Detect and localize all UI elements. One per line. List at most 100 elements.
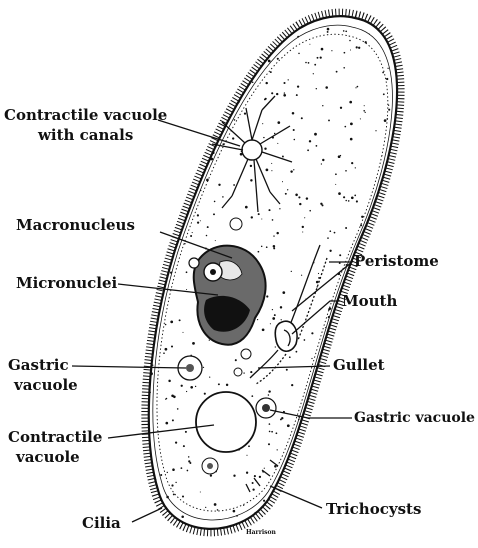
stipple-dot bbox=[298, 53, 300, 55]
stipple-dot bbox=[360, 530, 362, 532]
stipple-dot bbox=[183, 67, 184, 68]
stipple-dot bbox=[344, 52, 346, 54]
stipple-dot bbox=[269, 431, 271, 433]
stipple-dot bbox=[187, 54, 188, 55]
stipple-dot bbox=[316, 281, 319, 284]
stipple-dot bbox=[243, 372, 244, 373]
stipple-dot bbox=[261, 27, 262, 28]
stipple-dot bbox=[353, 336, 354, 337]
stipple-dot bbox=[406, 385, 408, 387]
stipple-dot bbox=[407, 458, 409, 460]
stipple-dot bbox=[318, 273, 319, 274]
stipple-dot bbox=[353, 385, 355, 387]
stipple-dot bbox=[334, 232, 336, 234]
stipple-dot bbox=[268, 209, 270, 211]
stipple-dot bbox=[329, 250, 331, 252]
stipple-dot bbox=[325, 86, 328, 89]
stipple-dot bbox=[275, 515, 276, 516]
stipple-dot bbox=[190, 235, 192, 237]
stipple-dot bbox=[275, 346, 276, 347]
stipple-dot bbox=[166, 398, 168, 400]
stipple-dot bbox=[180, 110, 181, 111]
stipple-dot bbox=[343, 30, 345, 32]
stipple-dot bbox=[388, 105, 389, 106]
stipple-dot bbox=[391, 459, 394, 462]
stipple-dot bbox=[384, 434, 385, 435]
stipple-dot bbox=[372, 437, 373, 438]
stipple-dot bbox=[345, 170, 347, 172]
label-mouth: Mouth bbox=[342, 292, 397, 310]
stipple-dot bbox=[374, 472, 376, 474]
stipple-dot bbox=[322, 105, 323, 106]
stipple-dot bbox=[377, 241, 378, 242]
stipple-dot bbox=[252, 488, 254, 490]
stipple-dot bbox=[219, 124, 220, 125]
stipple-dot bbox=[272, 317, 275, 320]
stipple-dot bbox=[262, 328, 265, 331]
stipple-dot bbox=[285, 193, 287, 195]
stipple-dot bbox=[341, 350, 343, 352]
stipple-dot bbox=[287, 189, 288, 190]
stipple-dot bbox=[147, 195, 148, 196]
stipple-dot bbox=[344, 126, 346, 128]
stipple-dot bbox=[160, 74, 161, 75]
stipple-dot bbox=[283, 94, 286, 97]
stipple-dot bbox=[283, 504, 284, 505]
stipple-dot bbox=[188, 61, 190, 63]
stipple-dot bbox=[165, 422, 168, 425]
stipple-dot bbox=[152, 365, 153, 366]
stipple-dot bbox=[388, 109, 390, 111]
stipple-dot bbox=[289, 356, 291, 358]
stipple-dot bbox=[309, 44, 310, 45]
stipple-dot bbox=[145, 530, 147, 532]
stipple-dot bbox=[363, 326, 365, 328]
stipple-dot bbox=[176, 103, 177, 104]
stipple-dot bbox=[328, 119, 330, 121]
stipple-dot bbox=[265, 82, 267, 84]
stipple-dot bbox=[329, 416, 330, 417]
stipple-dot bbox=[294, 139, 296, 141]
label-micronuclei: Micronuclei bbox=[16, 274, 118, 292]
stipple-dot bbox=[174, 134, 176, 136]
stipple-dot bbox=[145, 522, 147, 524]
stipple-dot bbox=[378, 285, 379, 286]
stipple-dot bbox=[272, 309, 273, 310]
stipple-dot bbox=[311, 358, 312, 359]
stipple-dot bbox=[287, 424, 290, 427]
stipple-dot bbox=[141, 328, 143, 330]
stipple-dot bbox=[215, 240, 216, 241]
stipple-dot bbox=[331, 364, 332, 365]
stipple-dot bbox=[325, 327, 326, 328]
stipple-dot bbox=[270, 323, 271, 324]
stipple-dot bbox=[182, 495, 184, 497]
stipple-dot bbox=[286, 369, 288, 371]
stipple-dot bbox=[293, 169, 294, 170]
stipple-dot bbox=[199, 79, 200, 80]
stipple-dot bbox=[323, 385, 324, 386]
stipple-dot bbox=[349, 496, 350, 497]
stipple-dot bbox=[403, 208, 405, 210]
stipple-dot bbox=[348, 422, 349, 423]
stipple-dot bbox=[243, 505, 244, 506]
stipple-dot bbox=[167, 50, 169, 52]
stipple-dot bbox=[179, 112, 181, 114]
label-gastric-vacuole-left-1: Gastric bbox=[8, 356, 69, 374]
stipple-dot bbox=[169, 174, 170, 175]
stipple-dot bbox=[160, 474, 162, 476]
stipple-dot bbox=[396, 18, 398, 20]
stipple-dot bbox=[145, 194, 146, 195]
stipple-dot bbox=[272, 219, 274, 221]
stipple-dot bbox=[356, 200, 358, 202]
stipple-dot bbox=[224, 47, 226, 49]
stipple-dot bbox=[355, 167, 356, 168]
stipple-dot bbox=[331, 50, 332, 51]
stipple-dot bbox=[355, 87, 356, 88]
stipple-dot bbox=[234, 119, 236, 121]
stipple-dot bbox=[387, 68, 388, 69]
stipple-dot bbox=[349, 101, 352, 104]
stipple-dot bbox=[287, 480, 289, 482]
stipple-dot bbox=[186, 289, 187, 290]
label-contractile-vacuole-1: Contractile bbox=[8, 428, 102, 446]
stipple-dot bbox=[209, 27, 212, 30]
stipple-dot bbox=[210, 158, 213, 161]
